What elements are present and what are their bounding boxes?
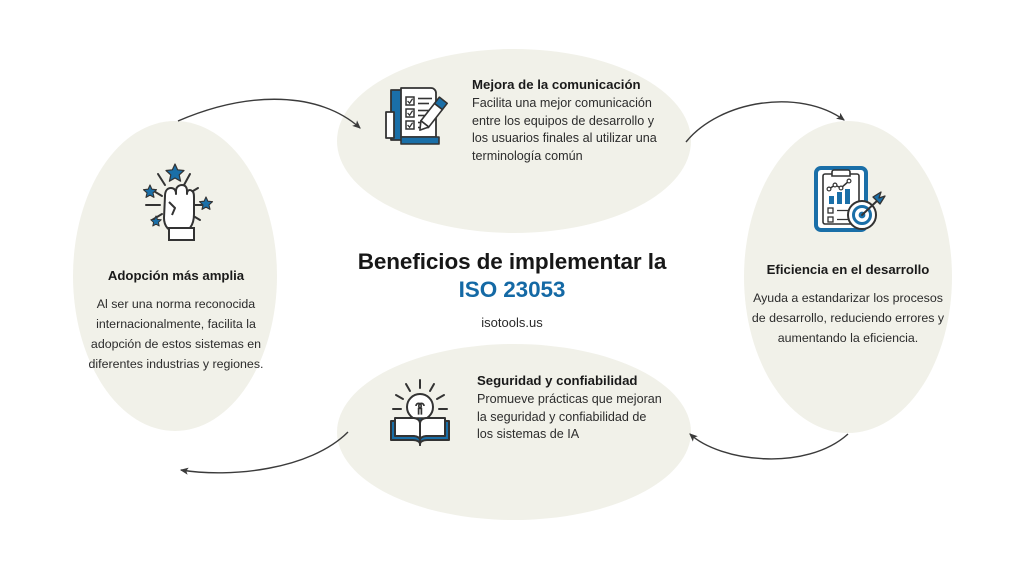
arrow-right-to-bottom bbox=[689, 433, 849, 460]
lightbulb-book-icon bbox=[386, 378, 454, 448]
standard-label: ISO 23053 bbox=[458, 277, 566, 303]
clipboard-chart-target-icon bbox=[748, 160, 948, 240]
card-body-adopcion: Al ser una norma reconocida internaciona… bbox=[88, 297, 264, 372]
checklist-pencil-icon bbox=[383, 82, 449, 152]
arrow-left-to-top bbox=[177, 98, 361, 129]
card-title-comunicacion: Mejora de la comunicación bbox=[472, 77, 641, 92]
card-title-seguridad: Seguridad y confiabilidad bbox=[477, 373, 638, 388]
card-comunicacion: Mejora de la comunicación Facilita una m… bbox=[383, 76, 663, 166]
card-body-comunicacion: Facilita una mejor comunicación entre lo… bbox=[472, 95, 657, 164]
raised-fist-stars-icon bbox=[78, 158, 274, 246]
card-title-adopcion: Adopción más amplia bbox=[107, 268, 245, 283]
card-body-eficiencia: Ayuda a estandarizar los procesos de des… bbox=[751, 291, 945, 346]
center-title-block: Beneficios de implementar la ISO 23053 i… bbox=[312, 248, 712, 330]
page-title: Beneficios de implementar la bbox=[357, 249, 667, 274]
card-body-seguridad: Promueve prácticas que mejoran la seguri… bbox=[477, 391, 662, 442]
card-text-seguridad: Seguridad y confiabilidad Promueve práct… bbox=[477, 372, 666, 444]
site-url: isotools.us bbox=[481, 314, 543, 330]
card-text-comunicacion: Mejora de la comunicación Facilita una m… bbox=[472, 76, 663, 166]
card-adopcion: Adopción más amplia Al ser una norma rec… bbox=[78, 158, 274, 374]
arrow-bottom-to-left bbox=[179, 431, 349, 475]
card-eficiencia: Eficiencia en el desarrollo Ayuda a esta… bbox=[748, 160, 948, 348]
ellipse-comunicacion bbox=[337, 49, 691, 233]
card-title-eficiencia: Eficiencia en el desarrollo bbox=[766, 262, 930, 277]
card-seguridad: Seguridad y confiabilidad Promueve práct… bbox=[386, 372, 666, 448]
